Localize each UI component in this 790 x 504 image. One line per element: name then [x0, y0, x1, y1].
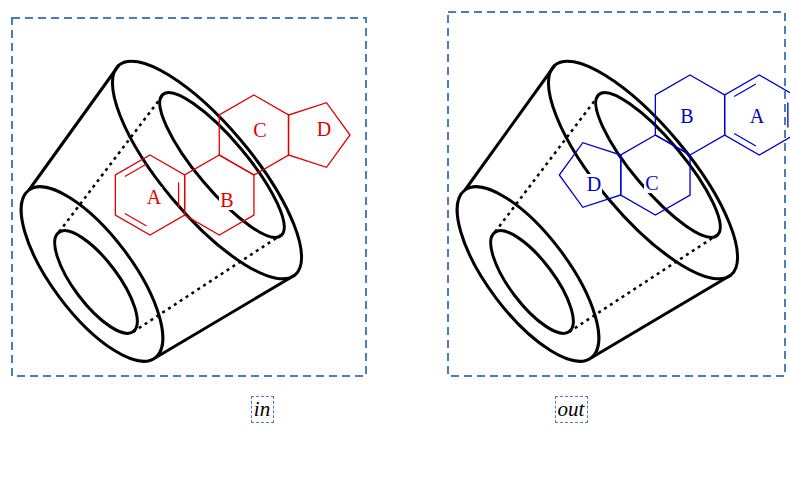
caption-tag: out: [555, 396, 588, 423]
fused-rings: [115, 75, 790, 235]
double-bond: [125, 213, 147, 226]
ring-outline: [288, 103, 350, 168]
ring-outline: [219, 95, 288, 175]
tag-text: in: [254, 399, 270, 420]
ring-outline: [621, 135, 690, 215]
cyclodextrin-cone: [0, 36, 330, 382]
ring-letter: A: [146, 187, 162, 207]
tag-text: out: [558, 399, 585, 420]
double-bond: [787, 102, 788, 127]
double-bond: [734, 84, 756, 97]
ring-outline: [655, 75, 724, 155]
caption-tag: in: [251, 396, 274, 423]
ring-outline: [185, 155, 254, 235]
ring-letter: B: [219, 190, 234, 210]
ring-outline: [559, 143, 621, 208]
ring-outline: [115, 155, 184, 235]
double-bond: [178, 182, 179, 207]
double-bond: [734, 133, 756, 146]
ring-outline: [725, 75, 790, 155]
ring-letter: C: [252, 120, 267, 140]
cyclodextrin-cone: [433, 36, 766, 382]
ring-letter: C: [644, 173, 659, 193]
double-bond: [125, 164, 147, 177]
ring-letter: B: [679, 106, 694, 126]
panel-frame: [12, 18, 366, 376]
ring-letter: D: [586, 174, 602, 194]
ring-letter: A: [749, 106, 765, 126]
ring-letter: D: [316, 119, 332, 139]
